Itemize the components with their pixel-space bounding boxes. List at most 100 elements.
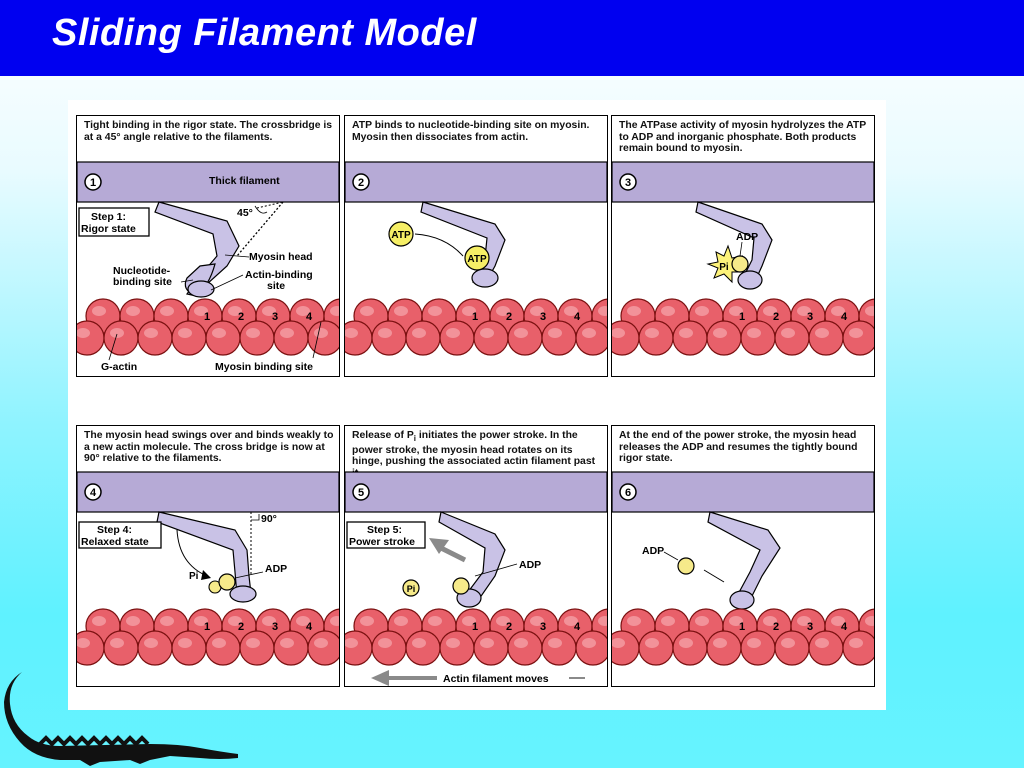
- angle-label: 90°: [261, 513, 277, 525]
- myosin-head-bottom: [471, 268, 499, 288]
- g-actin-highlight: [428, 616, 442, 626]
- g-actin-bead: [205, 320, 241, 356]
- g-actin-highlight: [514, 328, 528, 338]
- angle-label: 45°: [237, 207, 253, 219]
- g-actin-bead: [541, 630, 577, 666]
- actin-number-label: 2: [238, 311, 244, 323]
- g-actin-highlight: [246, 328, 260, 338]
- g-actin-highlight: [280, 328, 294, 338]
- g-actin-bead: [137, 630, 173, 666]
- g-actin-highlight: [296, 306, 310, 316]
- adp-molecule: [218, 573, 236, 591]
- g-actin-bead: [405, 320, 441, 356]
- g-actin-bead: [273, 630, 309, 666]
- g-actin-highlight: [612, 638, 625, 648]
- actin-number-label: 2: [506, 311, 512, 323]
- myosin-head-bottom: [729, 590, 755, 610]
- g-actin-highlight: [144, 638, 158, 648]
- g-actin-highlight: [110, 328, 124, 338]
- actin-number-label: 3: [272, 621, 278, 633]
- actin-number-label: 4: [306, 621, 313, 633]
- g-actin-bead: [541, 320, 577, 356]
- g-actin-highlight: [480, 638, 494, 648]
- adp-label: ADP: [736, 231, 758, 243]
- g-actin-label: G-actin: [101, 361, 137, 373]
- g-actin-bead: [842, 320, 874, 356]
- g-actin-bead: [205, 630, 241, 666]
- svg-text:Step 4:: Step 4:: [97, 524, 132, 536]
- actin-number-label: 1: [739, 621, 745, 633]
- panel-number: 2: [358, 177, 364, 189]
- panel-6-caption: At the end of the power stroke, the myos…: [619, 430, 858, 464]
- g-actin-bead: [774, 320, 810, 356]
- g-actin-highlight: [178, 328, 192, 338]
- g-actin-bead: [171, 630, 207, 666]
- nucleotide-site-label-2: binding site: [113, 276, 172, 288]
- g-actin-highlight: [262, 616, 276, 626]
- g-actin-highlight: [480, 328, 494, 338]
- panel-number-circle: [84, 483, 102, 501]
- g-actin-bead: [740, 320, 776, 356]
- g-actin-bead: [808, 320, 844, 356]
- g-actin-highlight: [496, 616, 510, 626]
- actin-moves-label: Actin filament moves: [443, 673, 549, 685]
- g-actin-bead: [638, 320, 674, 356]
- thick-filament: [612, 471, 874, 513]
- g-actin-bead: [575, 320, 607, 356]
- panel-2-caption: ATP binds to nucleotide-binding site on …: [352, 120, 590, 143]
- panel-number: 5: [358, 487, 364, 499]
- g-actin-highlight: [228, 616, 242, 626]
- g-actin-bead: [77, 320, 105, 356]
- g-actin-highlight: [645, 328, 659, 338]
- g-actin-highlight: [564, 616, 578, 626]
- g-actin-bead: [345, 320, 373, 356]
- g-actin-bead: [239, 320, 275, 356]
- adp-label: ADP: [265, 563, 287, 575]
- actin-number-label: 3: [807, 311, 813, 323]
- actin-number-label: 3: [540, 621, 546, 633]
- actin-number-label: 1: [472, 621, 478, 633]
- thick-filament: [612, 161, 874, 203]
- g-actin-highlight: [77, 638, 90, 648]
- g-actin-highlight: [781, 328, 795, 338]
- g-actin-highlight: [831, 306, 845, 316]
- myosin-head-bottom: [737, 270, 763, 290]
- g-actin-highlight: [160, 616, 174, 626]
- g-actin-highlight: [612, 328, 625, 338]
- g-actin-highlight: [360, 306, 374, 316]
- myosin-tail: [156, 511, 252, 597]
- svg-text:Step 5:: Step 5:: [367, 524, 402, 536]
- panel-4: The myosin head swings over and binds we…: [76, 425, 340, 687]
- g-actin-highlight: [126, 306, 140, 316]
- panel-3-caption: The ATPase activity of myosin hydrolyzes…: [619, 120, 866, 154]
- adp-molecule: [677, 557, 695, 575]
- g-actin-bead: [239, 630, 275, 666]
- g-actin-highlight: [781, 638, 795, 648]
- g-actin-highlight: [345, 328, 358, 338]
- g-actin-highlight: [110, 638, 124, 648]
- g-actin-bead: [371, 630, 407, 666]
- sliding-filament-figure: Tight binding in the rigor state. The cr…: [68, 100, 886, 710]
- power-stroke-arrow: [439, 545, 467, 563]
- myosin-tail: [438, 511, 506, 603]
- actin-number-label: 1: [739, 311, 745, 323]
- g-actin-highlight: [763, 306, 777, 316]
- g-actin-highlight: [695, 306, 709, 316]
- actin-number-label: 4: [574, 621, 581, 633]
- g-actin-highlight: [815, 638, 829, 648]
- g-actin-highlight: [246, 638, 260, 648]
- panel-number: 6: [625, 487, 631, 499]
- g-actin-bead: [439, 630, 475, 666]
- adp-molecule: [731, 255, 749, 273]
- myosin-tail: [707, 511, 781, 605]
- nucleotide-site-label-1: Nucleotide-: [113, 265, 171, 277]
- panel-4-caption: The myosin head swings over and binds we…: [84, 430, 334, 464]
- g-actin-bead: [706, 630, 742, 666]
- g-actin-highlight: [228, 306, 242, 316]
- g-actin-bead: [273, 320, 309, 356]
- actin-number-label: 2: [773, 621, 779, 633]
- svg-text:ATP: ATP: [467, 254, 487, 265]
